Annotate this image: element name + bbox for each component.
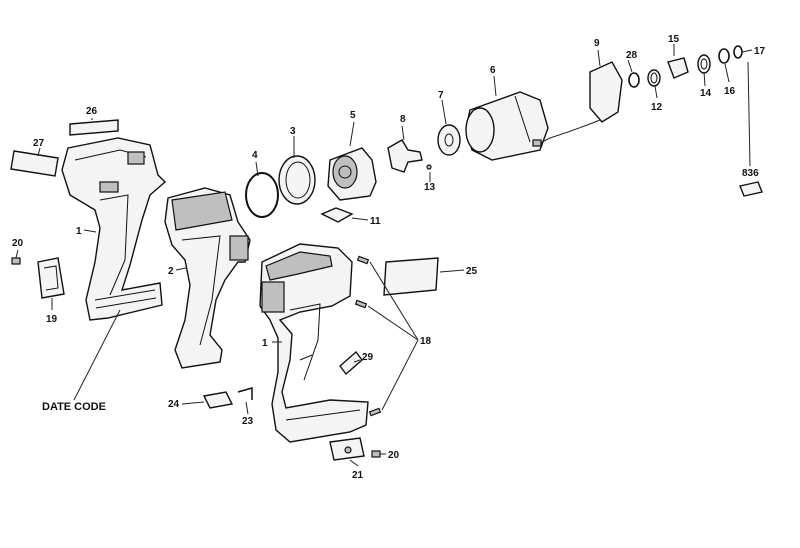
label-25 bbox=[383, 257, 439, 296]
callout-21: 21 bbox=[352, 470, 364, 481]
led-ring-9 bbox=[532, 61, 623, 147]
anvil-8 bbox=[387, 139, 423, 173]
callout-836: 836 bbox=[742, 168, 759, 179]
callout-26: 26 bbox=[86, 106, 98, 117]
label-29 bbox=[339, 350, 363, 376]
callout-29: 29 bbox=[362, 352, 374, 363]
assembled-housing bbox=[259, 243, 369, 443]
part-24 bbox=[202, 391, 234, 409]
callout-3: 3 bbox=[290, 126, 296, 137]
callout-20-bottom: 20 bbox=[388, 450, 400, 461]
callout-9: 9 bbox=[594, 38, 600, 49]
callout-labels: 26 27 1 20 19 DATE CODE 2 24 23 3 4 5 8 … bbox=[12, 34, 766, 481]
label-strip-26 bbox=[69, 119, 119, 136]
callout-1-left: 1 bbox=[76, 226, 82, 237]
callout-4: 4 bbox=[252, 150, 258, 161]
o-ring-4 bbox=[245, 172, 279, 218]
callout-12: 12 bbox=[651, 102, 663, 113]
callout-17: 17 bbox=[754, 46, 766, 57]
callout-15: 15 bbox=[668, 34, 680, 45]
callout-2: 2 bbox=[168, 266, 174, 277]
gear-case-6 bbox=[465, 91, 549, 161]
callout-13: 13 bbox=[424, 182, 436, 193]
callout-1-main: 1 bbox=[262, 338, 268, 349]
screw-20-bottom bbox=[371, 450, 381, 458]
washer-7 bbox=[437, 124, 461, 156]
belt-clip-19 bbox=[37, 257, 65, 299]
callout-23: 23 bbox=[242, 416, 254, 427]
latch-21 bbox=[329, 437, 365, 461]
callout-14: 14 bbox=[700, 88, 712, 99]
small-rings bbox=[628, 45, 743, 88]
housing-right-half bbox=[164, 187, 251, 369]
screw-20-left bbox=[11, 257, 21, 265]
date-code-caption: DATE CODE bbox=[42, 401, 106, 413]
callout-18: 18 bbox=[420, 336, 432, 347]
callout-20-left: 20 bbox=[12, 238, 24, 249]
screw-13 bbox=[426, 164, 432, 170]
clip-836 bbox=[739, 181, 763, 197]
callout-5: 5 bbox=[350, 110, 356, 121]
callout-24: 24 bbox=[168, 399, 180, 410]
callout-6: 6 bbox=[490, 65, 496, 76]
gear-assembly-5 bbox=[327, 147, 377, 201]
leader-lines bbox=[15, 44, 753, 467]
callout-7: 7 bbox=[438, 90, 444, 101]
callout-27: 27 bbox=[33, 138, 45, 149]
callout-16: 16 bbox=[724, 86, 736, 97]
callout-11: 11 bbox=[370, 216, 381, 227]
screws-18 bbox=[354, 255, 382, 417]
ring-gear-3 bbox=[278, 155, 316, 205]
clip-11 bbox=[320, 207, 354, 223]
label-strip-27 bbox=[10, 150, 59, 177]
callout-8: 8 bbox=[400, 114, 406, 125]
housing-left-half bbox=[61, 137, 167, 321]
callout-28: 28 bbox=[626, 50, 638, 61]
callout-25: 25 bbox=[466, 266, 478, 277]
spring-23 bbox=[237, 387, 253, 400]
callout-19: 19 bbox=[46, 314, 58, 325]
